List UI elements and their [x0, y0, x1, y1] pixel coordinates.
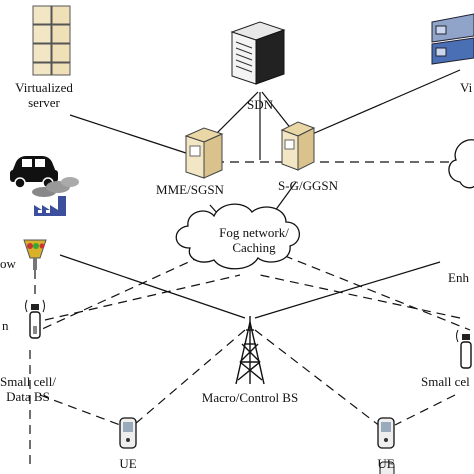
ue-right-label: UE [377, 456, 395, 471]
sg-ggsn-label: S-G/GGSN [278, 178, 338, 193]
solid-links [59, 69, 461, 319]
fog-cloud-icon [175, 203, 300, 270]
small-cell-left-label: Small cell/ Data BS [0, 374, 56, 404]
dash-macro-ue-left [127, 329, 246, 431]
sdn-label: SDN [246, 97, 274, 112]
fog-network-label: Fog network/ Caching [219, 225, 289, 255]
dash-cell-left-macro [44, 274, 241, 321]
ue-right-phone-icon [377, 417, 395, 449]
small-cell-left-antenna-icon [25, 299, 45, 339]
traffic-light-icon [23, 239, 47, 270]
rack-server-icon [431, 13, 474, 65]
enh-partial-label: Enh [448, 270, 469, 285]
dash-fog-right [269, 249, 471, 331]
ue-left-phone-icon [119, 417, 137, 449]
dash-cell-right-macro [259, 274, 461, 319]
right-cloud-icon [448, 139, 474, 189]
sg-ggsn-server-icon [280, 121, 316, 171]
factory-icon [32, 177, 79, 216]
link-sdn-sgw [261, 91, 293, 131]
virtualized-server-icon [32, 5, 71, 76]
ue-left-label: UE [119, 456, 137, 471]
vi-partial-label: Vi [460, 80, 473, 95]
sdn-server-icon [230, 21, 286, 85]
bottom-right-phone-icon [379, 461, 395, 474]
virtualized-server-label: Virtualized server [15, 80, 73, 110]
dash-right-cell-ue [394, 394, 456, 426]
small-cell-right-label: Small cel [421, 374, 470, 389]
ow-partial-label: ow [0, 256, 16, 271]
mme-sgsn-server-icon [184, 127, 224, 179]
link-enh-macro [254, 261, 441, 319]
small-cell-right-antenna-icon [456, 329, 472, 369]
link-right-sgw [309, 69, 461, 136]
macro-tower-icon [235, 316, 265, 385]
dashed-links [29, 161, 471, 470]
link-sdn-mme [209, 91, 259, 141]
link-server-mme [69, 114, 193, 156]
n-partial-label: n [2, 318, 9, 333]
link-light-macro [59, 254, 246, 319]
mme-sgsn-label: MME/SGSN [156, 182, 224, 197]
car-icon [10, 156, 58, 189]
dash-macro-ue-right [254, 329, 386, 431]
dash-fog-left [39, 249, 216, 331]
macro-bs-label: Macro/Control BS [201, 390, 299, 405]
